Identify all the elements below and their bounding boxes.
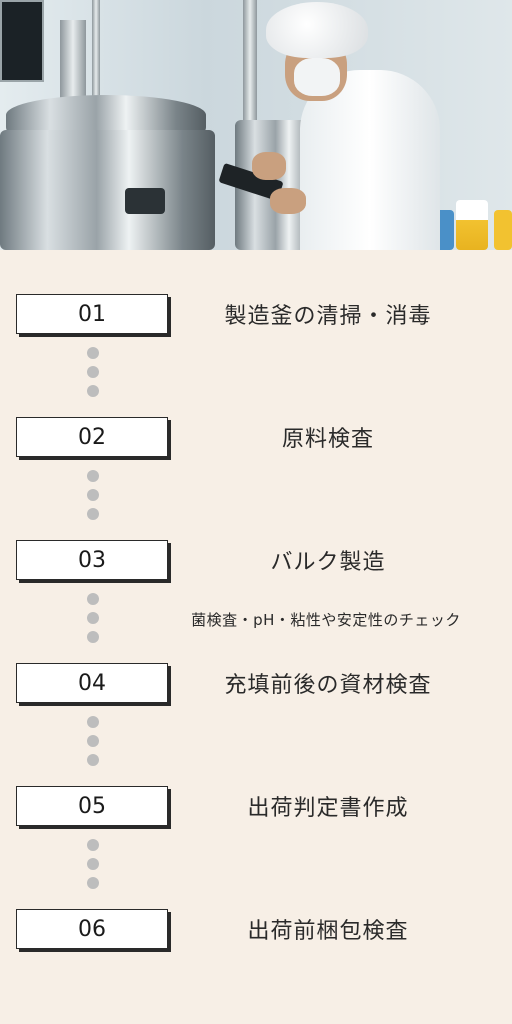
- bottle-icon: [494, 210, 512, 250]
- connector-dot: [87, 489, 99, 501]
- face-mask-icon: [294, 58, 340, 96]
- tank-lid-icon: [6, 95, 206, 135]
- worker-hand-icon: [270, 188, 306, 214]
- connector-dot: [87, 508, 99, 520]
- step-label: 出荷判定書作成: [247, 796, 409, 821]
- step-number: 02: [78, 424, 106, 450]
- pipe-icon: [60, 20, 86, 100]
- step-label: 原料検査: [281, 427, 374, 452]
- connector-dot: [87, 631, 99, 643]
- step-number: 06: [78, 916, 106, 942]
- pipe-icon: [92, 0, 100, 110]
- step-number: 03: [78, 547, 106, 573]
- step-label: バルク製造: [270, 550, 386, 575]
- connector-dot: [87, 754, 99, 766]
- steel-tank-icon: [0, 130, 215, 250]
- control-panel-icon: [0, 0, 44, 82]
- connector-dot: [87, 470, 99, 482]
- connector-dot: [87, 366, 99, 378]
- connector-dot: [87, 858, 99, 870]
- step-number-box: 03: [16, 540, 168, 580]
- hairnet-icon: [266, 2, 368, 58]
- step-number-box: 06: [16, 909, 168, 949]
- connector-dot: [87, 347, 99, 359]
- worker-hand-icon: [252, 152, 286, 180]
- step-number-box: 01: [16, 294, 168, 334]
- bottle-icon: [456, 200, 488, 250]
- valve-icon: [125, 188, 165, 214]
- step-number: 05: [78, 793, 106, 819]
- header-photo: [0, 0, 512, 250]
- step-number-box: 05: [16, 786, 168, 826]
- step-number: 01: [78, 301, 106, 327]
- step-sub-note: 菌検査・pH・粘性や安定性のチェック: [191, 610, 461, 629]
- connector-dot: [87, 593, 99, 605]
- step-number-box: 04: [16, 663, 168, 703]
- step-label: 製造釜の清掃・消毒: [224, 304, 432, 329]
- connector-dot: [87, 877, 99, 889]
- connector-dot: [87, 839, 99, 851]
- step-label: 充填前後の資材検査: [224, 673, 432, 698]
- step-label: 出荷前梱包検査: [247, 919, 409, 944]
- connector-dot: [87, 612, 99, 624]
- step-number: 04: [78, 670, 106, 696]
- connector-dot: [87, 385, 99, 397]
- connector-dot: [87, 735, 99, 747]
- connector-dot: [87, 716, 99, 728]
- pipe-icon: [243, 0, 257, 120]
- step-number-box: 02: [16, 417, 168, 457]
